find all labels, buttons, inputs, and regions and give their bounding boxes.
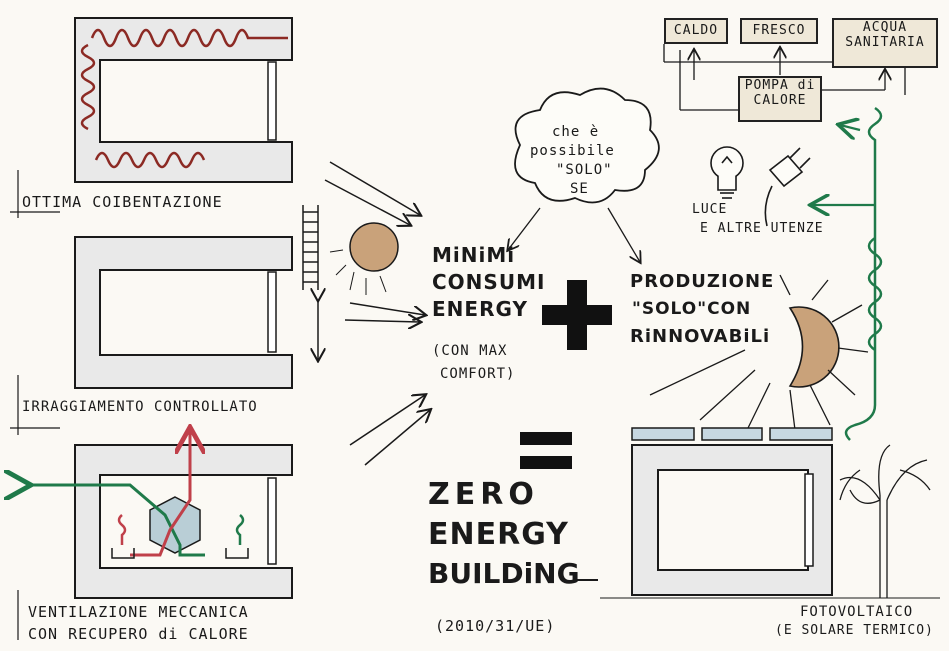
production-line3: RiNNOVABiLi xyxy=(630,326,771,347)
louvre-shading xyxy=(302,205,319,290)
cloud-line2: possibile xyxy=(530,143,615,159)
cool-label: FRESCO xyxy=(752,23,806,38)
tree-icon xyxy=(839,444,931,598)
building-ventilation xyxy=(28,430,293,599)
building-photovoltaic xyxy=(600,427,940,599)
dhw-line1: ACQUA xyxy=(862,20,908,35)
plug-icon xyxy=(764,147,811,227)
insulation-squiggle-side xyxy=(80,43,96,131)
solar-thermal-pipe xyxy=(844,106,883,441)
equals-icon xyxy=(520,432,572,469)
heat-pump-line2: CALORE xyxy=(753,92,807,108)
ventilation-label-line2: CON RECUPERO di CALORE xyxy=(28,625,249,643)
big-sun-icon xyxy=(649,274,869,431)
light-label-line2: E ALTRE UTENZE xyxy=(700,221,824,236)
insulation-squiggle-top xyxy=(90,28,288,48)
fresh-air-pipe xyxy=(28,485,205,557)
production-line2: "SOLO"CON xyxy=(632,299,752,319)
directive-label: (2010/31/UE) xyxy=(435,617,556,635)
cloud-line1: che è xyxy=(552,124,600,140)
comfort-line1: (CON MAX xyxy=(432,343,508,359)
heat-pump-box: POMPA di CALORE xyxy=(738,76,822,122)
comfort-line2: COMFORT) xyxy=(440,366,516,382)
cloud-line4: SE xyxy=(570,181,589,197)
irradiation-label: IRRAGGIAMENTO CONTROLLATO xyxy=(22,399,258,415)
dhw-line2: SANITARIA xyxy=(845,34,925,50)
pv-label-line1: FOTOVOLTAICO xyxy=(800,604,914,620)
hot-box: CALDO xyxy=(664,18,728,44)
dhw-box: ACQUA SANITARIA xyxy=(832,18,938,68)
min-consumption-line2: CONSUMI xyxy=(432,270,546,294)
ventilation-label-line1: VENTILAZIONE MECCANICA xyxy=(28,603,249,621)
insulation-squiggle-bottom xyxy=(94,151,206,169)
plus-icon xyxy=(542,280,612,350)
building-insulation xyxy=(74,17,293,183)
insulation-label: OTTIMA COIBENTAZIONE xyxy=(22,193,223,211)
zeb-line3: BUILDiNG xyxy=(428,557,580,590)
building-irradiation xyxy=(74,205,399,389)
light-bulb-icon xyxy=(710,146,744,199)
cool-box: FRESCO xyxy=(740,18,818,44)
production-line1: PRODUZIONE xyxy=(630,271,775,292)
cloud-line3: "SOLO" xyxy=(556,162,613,178)
hot-label: CALDO xyxy=(673,23,719,38)
pv-label-line2: (E SOLARE TERMICO) xyxy=(775,623,934,638)
min-consumption-line1: MiNiMi xyxy=(432,243,516,267)
heat-pump-line1: POMPA di xyxy=(744,78,816,93)
exhaust-air-pipe xyxy=(130,430,190,557)
thought-cloud xyxy=(514,87,660,204)
zeb-line2: ENERGY xyxy=(428,517,569,552)
small-sun-icon xyxy=(329,222,399,295)
pv-panels xyxy=(631,427,833,441)
min-consumption-line3: ENERGY xyxy=(432,297,528,321)
zeb-line1: ZERO xyxy=(428,477,539,512)
light-label-line1: LUCE xyxy=(692,202,728,217)
